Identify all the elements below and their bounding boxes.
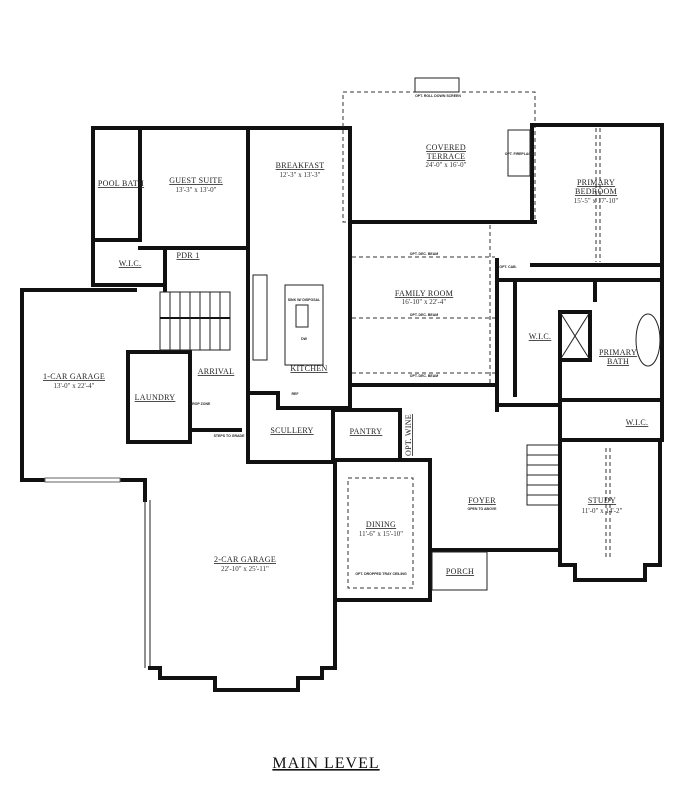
porch-label: PORCH <box>446 567 474 576</box>
dec-beam-note-3: OPT. DEC. BEAM <box>410 374 438 378</box>
stairs-basement <box>159 291 231 351</box>
study-label: STUDY <box>588 496 616 505</box>
primary-bedroom-label-2: BEDROOM <box>575 187 617 196</box>
kitchen-label: KITCHEN <box>290 364 327 373</box>
sink-note: SINK W/ DISPOSAL <box>288 298 321 302</box>
covered-terrace-dim: 24'-0" x 16'-0" <box>426 161 467 169</box>
drop-zone-note: DROP ZONE <box>190 402 211 406</box>
pantry-label: PANTRY <box>350 427 383 436</box>
family-room-dim: 16'-10" x 22'-4" <box>402 298 447 306</box>
family-room-label: FAMILY ROOM <box>395 289 453 298</box>
one-car-garage-dim: 13'-0" x 22'-4" <box>54 382 95 390</box>
study-dim: 11'-0" x 14'-2" <box>582 507 623 515</box>
tray-ceiling-note: OPT. DROPPED TRAY CEILING <box>355 572 407 576</box>
pdr-label: PDR 1 <box>176 251 199 260</box>
ref-note: REF <box>292 392 300 396</box>
dec-beam-note-2: OPT. DEC. BEAM <box>410 313 438 317</box>
wic-guest-label: W.I.C. <box>119 259 142 268</box>
one-car-garage-label: 1-CAR GARAGE <box>43 372 105 381</box>
room-labels: POOL BATH GUEST SUITE 13'-3" x 13'-0" BR… <box>43 94 648 576</box>
foyer-label: FOYER <box>468 496 496 505</box>
plan-title: MAIN LEVEL <box>272 755 379 772</box>
opt-cab-note: OPT. CAB. <box>499 265 516 269</box>
opt-wine-label: OPT. WINE <box>404 414 413 456</box>
dining-label: DINING <box>366 520 396 529</box>
dw-note: DW <box>301 337 308 341</box>
laundry-label: LAUNDRY <box>135 393 176 402</box>
breakfast-dim: 12'-3" x 13'-3" <box>280 171 321 179</box>
guest-suite-label: GUEST SUITE <box>169 176 223 185</box>
primary-bedroom-label-1: PRIMARY <box>577 178 615 187</box>
wic-primary-label: W.I.C. <box>529 332 552 341</box>
breakfast-label: BREAKFAST <box>276 161 325 170</box>
covered-terrace-label-1: COVERED <box>426 143 466 152</box>
foyer-note: OPEN TO ABOVE <box>468 507 498 511</box>
kitchen-island <box>284 284 324 366</box>
guest-suite-dim: 13'-3" x 13'-0" <box>176 186 217 194</box>
wic-bath-label: W.I.C. <box>626 418 649 427</box>
dec-beam-note-1: OPT. DEC. BEAM <box>410 252 438 256</box>
pool-bath-label: POOL BATH <box>98 179 144 188</box>
primary-bath-label-1: PRIMARY <box>599 348 637 357</box>
stairs-main <box>526 444 561 506</box>
primary-bedroom-dim: 15'-5" x 17'-10" <box>574 197 619 205</box>
sculley-label: SCULLERY <box>270 426 313 435</box>
two-car-garage-dim: 22'-10" x 25'-11" <box>221 565 269 573</box>
steps-to-grade-note: STEPS TO GRADE <box>214 434 246 438</box>
fireplace-note: OPT. FIREPLACE <box>505 152 534 156</box>
dining-dim: 11'-6" x 15'-10" <box>359 530 403 538</box>
roll-down-screen-note: OPT. ROLL DOWN SCREEN <box>415 94 461 98</box>
arrival-label: ARRIVAL <box>198 367 235 376</box>
exterior-walls <box>20 77 664 692</box>
two-car-garage-label: 2-CAR GARAGE <box>214 555 276 564</box>
covered-terrace-label-2: TERRACE <box>427 152 466 161</box>
primary-bath-label-2: BATH <box>607 357 629 366</box>
